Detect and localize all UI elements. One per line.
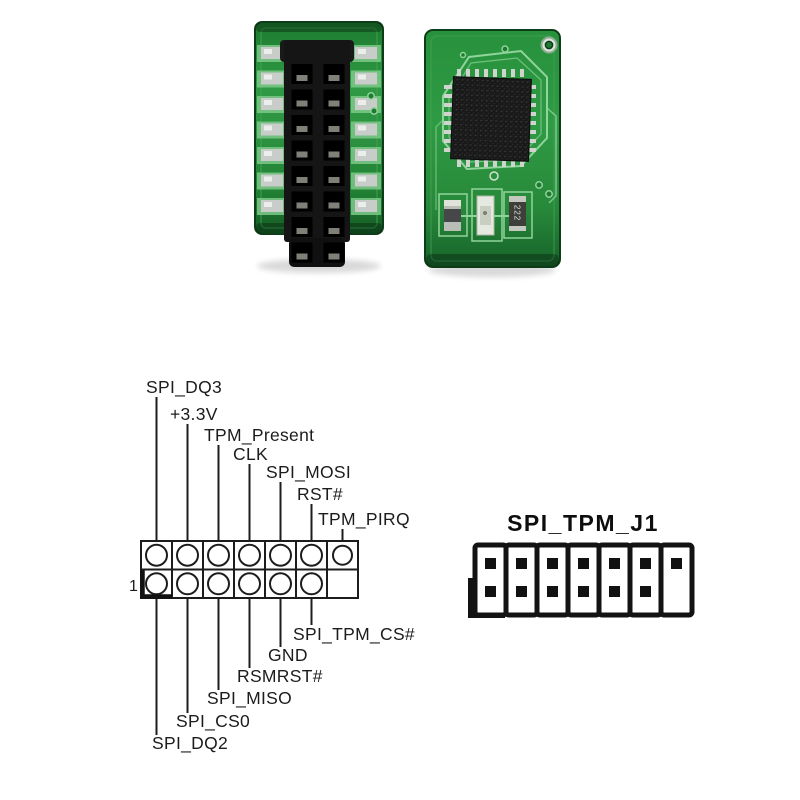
mounting-hole-center xyxy=(544,40,554,50)
pin-label-top-3: TPM_Present xyxy=(204,425,314,446)
pinout-diagram: 1 SPI_DQ3 +3.3V TPM_Present CLK SPI_MOSI… xyxy=(129,377,415,754)
pin-label-top-5: SPI_MOSI xyxy=(266,462,351,483)
resistor-center xyxy=(444,209,461,222)
pin-label-bottom-5: GND xyxy=(268,645,308,665)
pin-label-top-2: +3.3V xyxy=(170,404,218,424)
header-pin xyxy=(609,558,620,569)
pin-label-top-7: TPM_PIRQ xyxy=(318,509,410,530)
capacitor-band-top xyxy=(509,196,526,202)
header-slot xyxy=(596,542,633,618)
pin-label-top-6: RST# xyxy=(297,484,343,504)
pcb-back-bottom-bevel xyxy=(426,254,559,266)
header-slot xyxy=(627,542,664,618)
header-pin xyxy=(578,586,589,597)
tpm-chip xyxy=(450,76,532,162)
via xyxy=(535,181,543,189)
trace-left xyxy=(435,119,444,210)
pin-label-bottom-4: RSMRST# xyxy=(237,666,323,686)
pin-circle xyxy=(145,572,168,596)
pin-cell-key-empty xyxy=(326,568,359,599)
header-pin xyxy=(609,586,620,597)
pin-circle xyxy=(145,543,168,567)
pcb-front-photo xyxy=(254,21,384,273)
header-slot xyxy=(503,542,540,618)
pin-circle xyxy=(238,572,261,596)
pin-label-top-1: SPI_DQ3 xyxy=(146,377,222,398)
pin-circle xyxy=(176,572,199,596)
pin1-number: 1 xyxy=(129,578,138,595)
pin-label-bottom-2: SPI_CS0 xyxy=(176,711,250,732)
pcb-front-top-bevel xyxy=(256,23,382,32)
pin-circle xyxy=(269,572,292,596)
header-slot xyxy=(658,542,695,618)
pin-circle xyxy=(332,544,353,566)
via xyxy=(501,45,509,53)
header-pin xyxy=(516,586,527,597)
via xyxy=(545,190,553,198)
pcb-back-edge-trace xyxy=(430,35,555,262)
pin-circle xyxy=(300,543,323,567)
component-marking-text: 222 xyxy=(513,205,522,221)
pcb-back-photo: 222 xyxy=(424,29,561,277)
pin-label-bottom-6: SPI_TPM_CS# xyxy=(293,624,415,645)
via xyxy=(370,107,378,115)
header-pin xyxy=(516,558,527,569)
header-pin xyxy=(578,558,589,569)
header-slot xyxy=(472,542,509,618)
pin-circle xyxy=(238,543,261,567)
capacitor-body xyxy=(509,196,526,231)
pin-circle xyxy=(176,543,199,567)
led-center xyxy=(480,206,491,225)
pin1-emphasis-border xyxy=(140,570,172,599)
via xyxy=(367,92,375,100)
header-pin xyxy=(547,558,558,569)
led-die xyxy=(483,211,487,215)
pin-label-top-4: CLK xyxy=(233,444,268,464)
header-pin xyxy=(485,558,496,569)
trace-right xyxy=(546,107,557,204)
header-pin xyxy=(640,558,651,569)
capacitor-band-bottom xyxy=(509,226,526,231)
header-pin xyxy=(547,586,558,597)
pin-circle xyxy=(207,543,230,567)
header-slot xyxy=(565,542,602,618)
via xyxy=(459,51,467,59)
header-slots xyxy=(472,542,695,618)
header-pin xyxy=(485,586,496,597)
silkscreen-circle xyxy=(489,171,499,181)
header-title: SPI_TPM_J1 xyxy=(507,510,659,536)
resistor-highlight xyxy=(444,200,461,206)
header-connector-drawing: SPI_TPM_J1 xyxy=(468,510,695,618)
pin-label-bottom-1: SPI_DQ2 xyxy=(152,733,228,754)
pin-circle xyxy=(269,543,292,567)
header-pin xyxy=(640,586,651,597)
header-pin-key-single xyxy=(671,558,682,569)
header-slot xyxy=(534,542,571,618)
pin-circle xyxy=(300,572,323,596)
pin-grid xyxy=(140,540,359,599)
pin-circle xyxy=(207,572,230,596)
pin-label-bottom-3: SPI_MISO xyxy=(207,688,292,709)
header-pins xyxy=(485,558,682,597)
